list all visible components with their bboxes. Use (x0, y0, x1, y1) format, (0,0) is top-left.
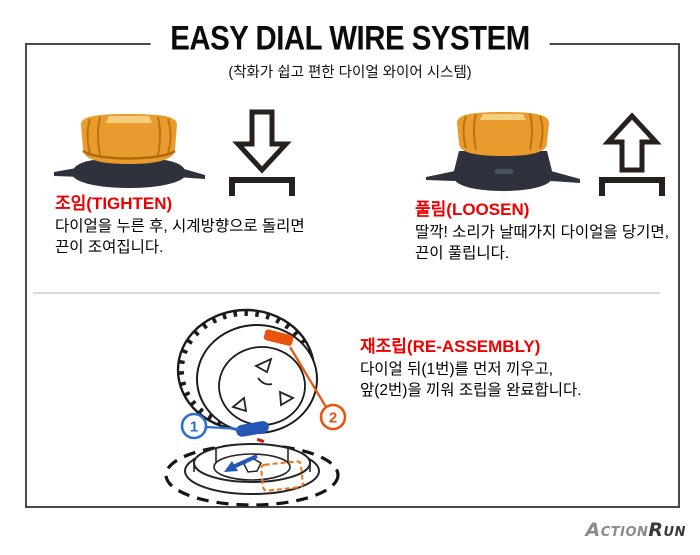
brand-action-text: Action (585, 519, 649, 541)
reassembly-line-1: 다이얼 뒤(1번)를 먼저 끼우고, (360, 361, 554, 378)
loosen-heading: 풀림(LOOSEN) (415, 200, 530, 219)
press-down-arrow-icon (224, 108, 300, 200)
loosen-text-block: 풀림(LOOSEN) 딸깍! 소리가 날때가지 다이얼을 당기면, 끈이 풀립니… (415, 195, 669, 264)
reassembly-line-2: 앞(2번)을 끼워 조립을 완료합니다. (360, 381, 582, 399)
step-1-badge (180, 412, 208, 440)
dial-raised-illustration (426, 112, 580, 191)
reassembly-text-block: 재조립(RE-ASSEMBLY) 다이얼 뒤(1번)를 먼저 끼우고, 앞(2번… (360, 332, 582, 401)
step-2-leader-line (289, 346, 327, 408)
page-title-wrap: EASY DIAL WIRE SYSTEM (150, 19, 550, 58)
section-divider (33, 292, 660, 294)
loosen-dial-image (423, 107, 583, 199)
tighten-line-1: 다이얼을 누른 후, 시계방향으로 돌리면 (55, 218, 305, 235)
step-1-number: 1 (190, 419, 198, 436)
step-2-badge (319, 403, 347, 431)
tighten-dial-image (52, 109, 207, 197)
dial-drawing (176, 308, 318, 437)
step-2-number: 2 (329, 410, 337, 427)
tighten-line-2: 끈이 조여집니다. (55, 238, 164, 256)
pull-up-arrow-icon (594, 112, 670, 200)
brand-logo: ActionRun (586, 519, 686, 541)
tighten-text-block: 조임(TIGHTEN) 다이얼을 누른 후, 시계방향으로 돌리면 끈이 조여집… (55, 189, 305, 258)
step-1-leader-line (205, 425, 242, 431)
loosen-line-2: 끈이 풀립니다. (415, 244, 510, 262)
page-title: EASY DIAL WIRE SYSTEM (170, 19, 530, 58)
dial-pressed-illustration (54, 114, 205, 188)
reassembly-heading: 재조립(RE-ASSEMBLY) (360, 337, 541, 356)
tighten-heading: 조임(TIGHTEN) (55, 194, 173, 213)
base-drawing (164, 443, 340, 507)
loosen-line-1: 딸깍! 소리가 날때가지 다이얼을 당기면, (415, 224, 669, 241)
reassembly-diagram: 1 2 (140, 306, 370, 508)
page-subtitle: (착화가 쉽고 편한 다이얼 와이어 시스템) (228, 65, 472, 81)
brand-run-text: Run (648, 519, 686, 541)
